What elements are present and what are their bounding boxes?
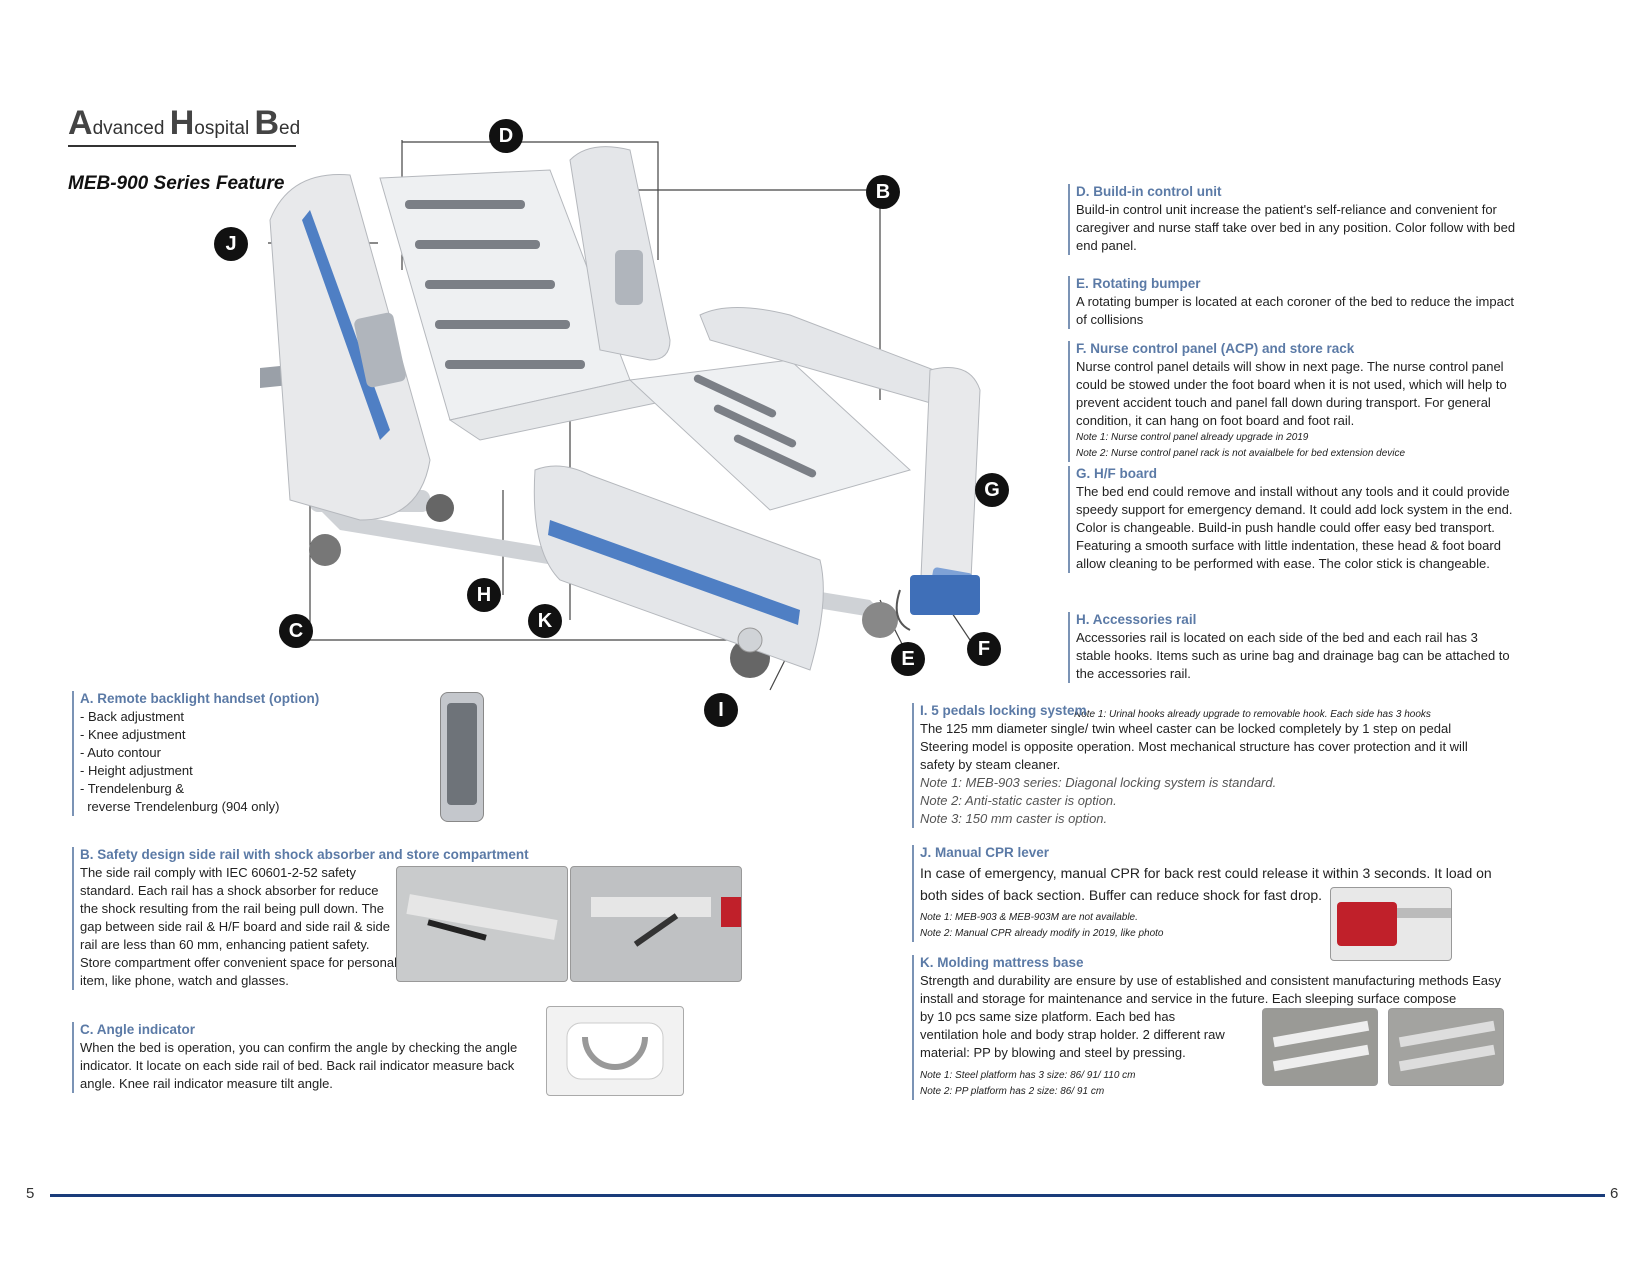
feature-f: F. Nurse control panel (ACP) and store r…: [1068, 341, 1516, 462]
feature-k-title: K. Molding mattress base: [920, 955, 1084, 970]
label-e-badge: E: [891, 642, 925, 676]
feature-i: I. 5 pedals locking system The 125 mm di…: [912, 703, 1520, 828]
list-item: - Auto contour: [80, 745, 161, 760]
brand-word-bed: ed: [279, 118, 301, 139]
feature-h-title: H. Accessories rail: [1076, 612, 1197, 627]
feature-f-title: F. Nurse control panel (ACP) and store r…: [1076, 341, 1355, 356]
nurse-panel: [895, 575, 980, 631]
feature-i-note3: Note 3: 150 mm caster is option.: [920, 811, 1108, 826]
feature-a: A. Remote backlight handset (option) - B…: [72, 691, 430, 816]
feature-d: D. Build-in control unit Build-in contro…: [1068, 184, 1516, 255]
feature-k: K. Molding mattress base Strength and du…: [912, 955, 1520, 1100]
brand-cap-b: B: [254, 104, 280, 142]
feature-g: G. H/F board The bed end could remove an…: [1068, 466, 1516, 573]
bed-illustration: [260, 140, 981, 691]
feature-j-note1: Note 1: MEB-903 & MEB-903M are not avail…: [920, 912, 1138, 923]
seat-knee-section: [448, 359, 911, 511]
brand-word-hospital: ospital: [194, 118, 255, 139]
list-item: reverse Trendelenburg (904 only): [80, 799, 280, 814]
page-number-left: 5: [26, 1185, 35, 1202]
list-item: - Height adjustment: [80, 763, 193, 778]
angle-scale-icon: [566, 1022, 664, 1080]
label-h-badge: H: [467, 578, 501, 612]
head-board: [269, 174, 431, 521]
angle-indicator-photo: [546, 1006, 684, 1096]
label-g-badge: G: [975, 473, 1009, 507]
feature-h-note1: Note 1: Urinal hooks already upgrade to …: [1074, 709, 1431, 720]
feature-c-text: When the bed is operation, you can confi…: [80, 1040, 518, 1091]
feature-c: C. Angle indicator When the bed is opera…: [72, 1022, 540, 1093]
feature-f-text: Nurse control panel details will show in…: [1076, 359, 1507, 428]
feature-g-title: G. H/F board: [1076, 466, 1157, 481]
feature-g-text: The bed end could remove and install wit…: [1076, 484, 1513, 571]
side-rail-photo-2: [570, 866, 742, 982]
feature-b-title: B. Safety design side rail with shock ab…: [80, 847, 529, 862]
feature-j-title: J. Manual CPR lever: [920, 845, 1050, 860]
feature-k-note2: Note 2: PP platform has 2 size: 86/ 91 c…: [920, 1086, 1105, 1097]
list-item: - Trendelenburg &: [80, 781, 185, 796]
brand-title: Advanced Hospital Bed: [68, 104, 300, 147]
feature-i-note1: Note 1: MEB-903 series: Diagonal locking…: [920, 775, 1277, 790]
feature-h-text: Accessories rail is located on each side…: [1076, 630, 1510, 681]
list-item: - Back adjustment: [80, 709, 185, 724]
cpr-lever-photo: [1330, 887, 1452, 961]
feature-i-title: I. 5 pedals locking system: [920, 703, 1087, 718]
mattress-base-photo-2: [1388, 1008, 1504, 1086]
feature-h: H. Accessories rail Accessories rail is …: [1068, 612, 1516, 683]
foot-side-rail: [533, 465, 824, 671]
label-f-badge: F: [967, 632, 1001, 666]
feature-f-note2: Note 2: Nurse control panel rack is not …: [1076, 448, 1406, 459]
label-j-badge: J: [214, 227, 248, 261]
page-number-right: 6: [1610, 1185, 1619, 1202]
back-side-rail: [569, 146, 671, 361]
feature-a-list: - Back adjustment - Knee adjustment - Au…: [80, 708, 430, 816]
feature-e-text: A rotating bumper is located at each cor…: [1076, 294, 1514, 327]
feature-j-text: In case of emergency, manual CPR for bac…: [920, 865, 1492, 903]
mattress-base-photo-1: [1262, 1008, 1378, 1086]
feature-f-note1: Note 1: Nurse control panel already upgr…: [1076, 432, 1309, 443]
label-c-badge: C: [279, 614, 313, 648]
label-d-badge: D: [489, 119, 523, 153]
feature-i-note2: Note 2: Anti-static caster is option.: [920, 793, 1117, 808]
feature-j-note2: Note 2: Manual CPR already modify in 201…: [920, 928, 1164, 939]
label-i-badge: I: [704, 693, 738, 727]
feature-d-title: D. Build-in control unit: [1076, 184, 1222, 199]
feature-k-note1: Note 1: Steel platform has 3 size: 86/ 9…: [920, 1070, 1136, 1081]
page-subtitle: MEB-900 Series Feature: [68, 173, 285, 194]
brand-word-advanced: dvanced: [92, 118, 170, 139]
brand-cap-h: H: [169, 104, 195, 142]
feature-k-text-top: Strength and durability are ensure by us…: [920, 973, 1502, 1006]
brand-cap-a: A: [68, 104, 93, 142]
label-b-badge: B: [866, 175, 900, 209]
feature-d-text: Build-in control unit increase the patie…: [1076, 202, 1516, 253]
feature-e-title: E. Rotating bumper: [1076, 276, 1201, 291]
label-k-badge: K: [528, 604, 562, 638]
side-rail-photo-1: [396, 866, 568, 982]
feature-i-text: The 125 mm diameter single/ twin wheel c…: [920, 721, 1468, 772]
feature-b-text: The side rail comply with IEC 60601-2-52…: [80, 865, 397, 988]
back-section: [379, 169, 631, 421]
footer-rule: [50, 1194, 1605, 1197]
feature-b: B. Safety design side rail with shock ab…: [72, 847, 529, 990]
feature-a-title: A. Remote backlight handset (option): [80, 691, 320, 706]
feature-k-text-bottom: by 10 pcs same size platform. Each bed h…: [920, 1009, 1225, 1060]
feature-c-title: C. Angle indicator: [80, 1022, 196, 1037]
handset-image: [440, 692, 484, 822]
feature-e: E. Rotating bumper A rotating bumper is …: [1068, 276, 1516, 329]
feature-j: J. Manual CPR lever In case of emergency…: [912, 845, 1520, 942]
list-item: - Knee adjustment: [80, 727, 186, 742]
